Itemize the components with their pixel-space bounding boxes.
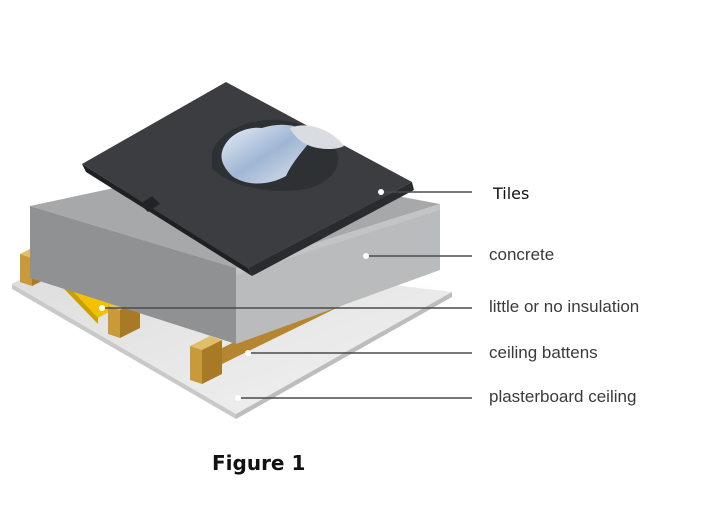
tiles-dot: [378, 189, 384, 195]
battens-label: ceiling battens: [489, 343, 598, 362]
concrete-label: concrete: [489, 245, 554, 264]
figure-caption: Figure 1: [212, 451, 306, 475]
insulation-dot: [99, 305, 105, 311]
concrete-dot: [363, 253, 369, 259]
battens-dot: [245, 350, 251, 356]
tiles-label: Tiles: [492, 184, 529, 203]
insulation-label: little or no insulation: [489, 297, 639, 316]
plasterboard-dot: [235, 395, 241, 401]
tiles-layer: [82, 82, 414, 276]
plasterboard-label: plasterboard ceiling: [489, 387, 636, 406]
